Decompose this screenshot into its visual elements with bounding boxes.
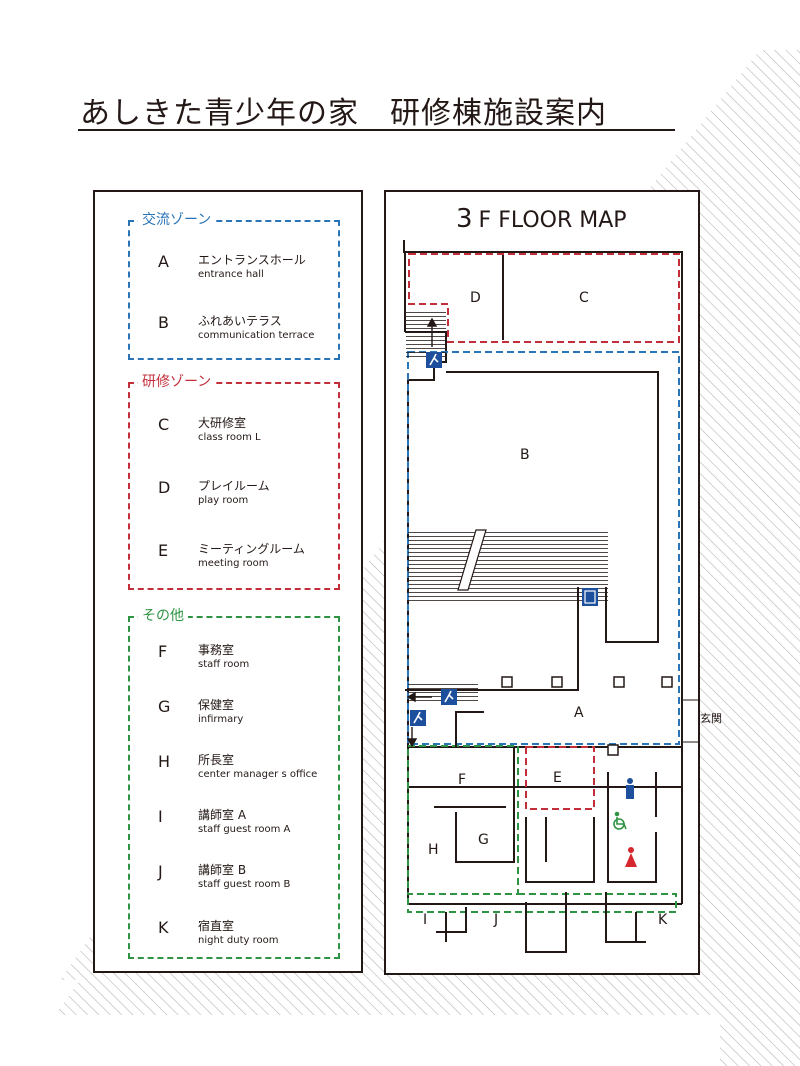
legend-jp: 事務室 — [198, 643, 235, 657]
legend-item-h: H 所長室 center manager s office — [130, 752, 338, 792]
legend-en: meeting room — [198, 558, 269, 569]
room-label-i: I — [423, 912, 428, 928]
legend-zone-training: 研修ゾーン C 大研修室 class room L D プレイルーム play … — [128, 372, 340, 590]
legend-jp: ミーティングルーム — [198, 542, 305, 556]
wheelchair-icon — [613, 811, 627, 830]
legend-jp: 講師室 B — [198, 863, 247, 877]
emergency-exit-icon — [426, 352, 442, 368]
zone-title-training: 研修ゾーン — [138, 372, 216, 392]
emergency-exit-icon — [410, 710, 426, 726]
legend-en: play room — [198, 495, 249, 506]
legend-en: night duty room — [198, 935, 279, 946]
floor-suffix: F — [478, 208, 492, 233]
zone-red-room-e — [525, 746, 595, 810]
floor-label: FLOOR MAP — [498, 208, 627, 233]
legend-letter: J — [158, 862, 163, 881]
page-title: あしきた青少年の家 研修棟施設案内 — [80, 96, 607, 131]
interior-walls — [434, 711, 657, 953]
room-label-f: F — [458, 772, 467, 788]
room-label-e: E — [553, 770, 562, 786]
legend-zone-exchange: 交流ゾーン A エントランスホール entrance hall B ふれあいテラ… — [128, 210, 340, 360]
legend-item-c: C 大研修室 class room L — [130, 415, 338, 455]
title-underline — [78, 129, 675, 131]
stairwell-upper — [406, 312, 446, 358]
zone-title-other: その他 — [138, 606, 188, 626]
legend-en: staff guest room B — [198, 879, 291, 890]
legend-jp: 大研修室 — [198, 416, 247, 430]
legend-item-d: D プレイルーム play room — [130, 478, 338, 518]
legend-item-i: I 講師室 A staff guest room A — [130, 807, 338, 847]
zone-title-exchange: 交流ゾーン — [138, 210, 216, 230]
legend-en: staff room — [198, 659, 250, 670]
room-label-j: J — [494, 912, 499, 928]
room-label-g: G — [478, 832, 489, 848]
legend-jp: ふれあいテラス — [198, 314, 282, 328]
emergency-exit-icon — [441, 689, 457, 705]
legend-en: class room L — [198, 432, 261, 443]
legend-item-b: B ふれあいテラス communication terrace — [130, 313, 338, 353]
legend-item-e: E ミーティングルーム meeting room — [130, 541, 338, 581]
room-label-c: C — [579, 290, 589, 306]
zone-red-boundary — [408, 253, 680, 343]
legend-letter: D — [158, 478, 171, 497]
columns — [501, 676, 673, 756]
room-label-k: K — [658, 912, 668, 928]
legend-jp: 講師室 A — [198, 808, 247, 822]
legend-en: staff guest room A — [198, 824, 291, 835]
zone-boundaries — [407, 253, 680, 913]
terrace-steps — [408, 530, 608, 602]
entrance-label: 玄関 — [700, 712, 722, 725]
room-label-h: H — [428, 842, 439, 858]
room-label-d: D — [470, 290, 481, 306]
legend-en: entrance hall — [198, 269, 264, 280]
legend-letter: C — [158, 415, 170, 434]
stairs-arrow-icon — [406, 317, 438, 748]
legend-panel: 交流ゾーン A エントランスホール entrance hall B ふれあいテラ… — [93, 190, 363, 973]
legend-letter: A — [158, 252, 169, 271]
zone-green-boundary — [407, 745, 677, 913]
legend-en: center manager s office — [198, 769, 318, 780]
legend-jp: 保健室 — [198, 698, 235, 712]
legend-letter: H — [158, 752, 171, 771]
legend-item-a: A エントランスホール entrance hall — [130, 252, 338, 292]
legend-letter: E — [158, 541, 169, 560]
female-toilet-icon — [625, 847, 637, 867]
room-label-a: A — [574, 705, 584, 721]
floor-number: 3 — [456, 204, 473, 234]
legend-item-g: G 保健室 infirmary — [130, 697, 338, 737]
legend-letter: G — [158, 697, 171, 716]
legend-jp: 宿直室 — [198, 919, 235, 933]
legend-jp: 所長室 — [198, 753, 235, 767]
legend-item-f: F 事務室 staff room — [130, 642, 338, 682]
elevator-icon — [582, 588, 598, 606]
legend-item-j: J 講師室 B staff guest room B — [130, 862, 338, 902]
legend-letter: K — [158, 918, 169, 937]
legend-letter: I — [158, 807, 163, 826]
steps-ramp — [457, 529, 487, 591]
legend-item-k: K 宿直室 night duty room — [130, 918, 338, 958]
legend-letter: B — [158, 313, 169, 332]
zone-blue-boundary — [407, 351, 680, 745]
legend-letter: F — [158, 642, 168, 661]
legend-jp: プレイルーム — [198, 479, 270, 493]
floor-plan — [403, 240, 698, 953]
room-label-b: B — [520, 447, 530, 463]
legend-en: communication terrace — [198, 330, 315, 341]
legend-en: infirmary — [198, 714, 244, 725]
male-toilet-icon — [626, 778, 634, 799]
legend-zone-other: その他 F 事務室 staff room G 保健室 infirmary H 所… — [128, 606, 340, 959]
legend-jp: エントランスホール — [198, 253, 306, 267]
